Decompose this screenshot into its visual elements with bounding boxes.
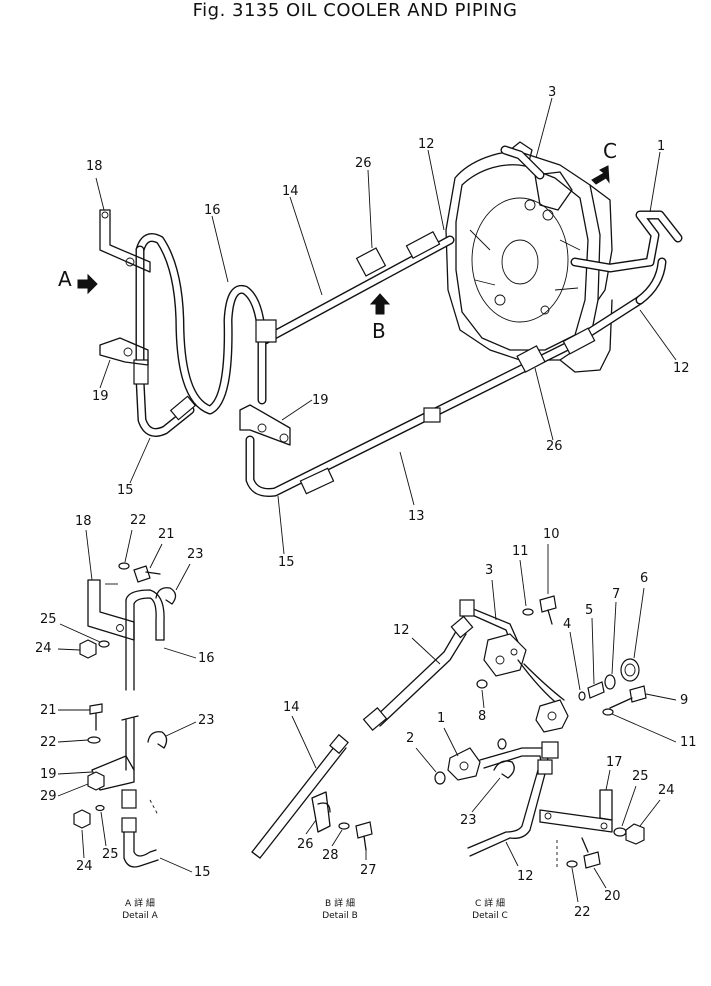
svg-text:1: 1	[657, 139, 665, 154]
svg-text:10: 10	[543, 527, 560, 542]
svg-text:11: 11	[512, 544, 529, 559]
svg-text:C 詳 細: C 詳 細	[475, 897, 505, 909]
svg-text:12: 12	[418, 137, 435, 152]
svg-text:15: 15	[278, 555, 295, 570]
detail-a-callouts: 18 22 21 23 25 24 16 21 22 23 19 29 24 2…	[35, 513, 215, 921]
svg-text:24: 24	[76, 859, 93, 874]
svg-text:24: 24	[658, 783, 675, 798]
svg-text:26: 26	[355, 156, 372, 171]
view-marker-a: A	[58, 267, 98, 295]
detail-b-callouts: 14 26 28 27 B 詳 細 Detail B	[283, 700, 377, 921]
svg-text:23: 23	[198, 713, 215, 728]
svg-text:6: 6	[640, 571, 648, 586]
main-piping	[99, 145, 683, 497]
svg-text:15: 15	[194, 865, 211, 880]
svg-text:19: 19	[92, 389, 109, 404]
cooler-housing	[445, 141, 613, 373]
svg-text:3: 3	[548, 85, 556, 100]
svg-text:20: 20	[604, 889, 621, 904]
view-marker-c: C	[591, 139, 617, 185]
svg-text:3: 3	[485, 563, 493, 578]
svg-text:4: 4	[563, 617, 571, 632]
svg-text:22: 22	[40, 735, 57, 750]
svg-text:1: 1	[437, 711, 445, 726]
svg-text:23: 23	[460, 813, 477, 828]
svg-text:12: 12	[517, 869, 534, 884]
svg-text:28: 28	[322, 848, 339, 863]
svg-text:Detail B: Detail B	[322, 911, 358, 921]
svg-text:26: 26	[297, 837, 314, 852]
svg-text:C: C	[603, 139, 617, 163]
svg-text:A 詳 細: A 詳 細	[125, 897, 155, 909]
svg-text:17: 17	[606, 755, 623, 770]
svg-text:11: 11	[680, 735, 697, 750]
svg-text:13: 13	[408, 509, 425, 524]
svg-text:14: 14	[283, 700, 300, 715]
svg-text:16: 16	[204, 203, 221, 218]
svg-text:22: 22	[130, 513, 147, 528]
svg-text:21: 21	[40, 703, 57, 718]
view-marker-b: B	[369, 293, 391, 343]
figure-title: Fig. 3135 OIL COOLER AND PIPING	[193, 0, 518, 21]
detail-c-callouts: 3 11 10 12 4 5 7 6 8 9 11 1 2 23 17 25 2…	[393, 527, 697, 921]
svg-text:16: 16	[198, 651, 215, 666]
detail-b	[251, 733, 373, 859]
svg-text:12: 12	[393, 623, 410, 638]
svg-text:2: 2	[406, 731, 414, 746]
svg-text:B 詳 細: B 詳 細	[325, 897, 355, 909]
svg-text:25: 25	[102, 847, 119, 862]
svg-text:24: 24	[35, 641, 52, 656]
svg-text:15: 15	[117, 483, 134, 498]
svg-text:23: 23	[187, 547, 204, 562]
detail-a	[73, 562, 177, 868]
main-callouts: 3 1 12 26 14 16 18 19 19 15 15 13 26 12	[86, 85, 690, 570]
svg-text:8: 8	[478, 709, 486, 724]
svg-text:22: 22	[574, 905, 591, 920]
svg-text:19: 19	[40, 767, 57, 782]
svg-text:A: A	[58, 267, 72, 291]
svg-text:29: 29	[40, 789, 57, 804]
svg-text:25: 25	[632, 769, 649, 784]
svg-text:18: 18	[75, 514, 92, 529]
svg-text:26: 26	[546, 439, 563, 454]
svg-text:14: 14	[282, 184, 299, 199]
svg-text:9: 9	[680, 693, 688, 708]
svg-text:12: 12	[673, 361, 690, 376]
detail-c	[362, 595, 647, 869]
svg-text:25: 25	[40, 612, 57, 627]
svg-text:B: B	[372, 319, 386, 343]
svg-text:5: 5	[585, 603, 593, 618]
svg-text:Detail C: Detail C	[472, 911, 508, 921]
svg-text:21: 21	[158, 527, 175, 542]
svg-text:19: 19	[312, 393, 329, 408]
svg-text:7: 7	[612, 587, 620, 602]
svg-text:18: 18	[86, 159, 103, 174]
svg-text:27: 27	[360, 863, 377, 878]
svg-text:Detail A: Detail A	[122, 911, 158, 921]
